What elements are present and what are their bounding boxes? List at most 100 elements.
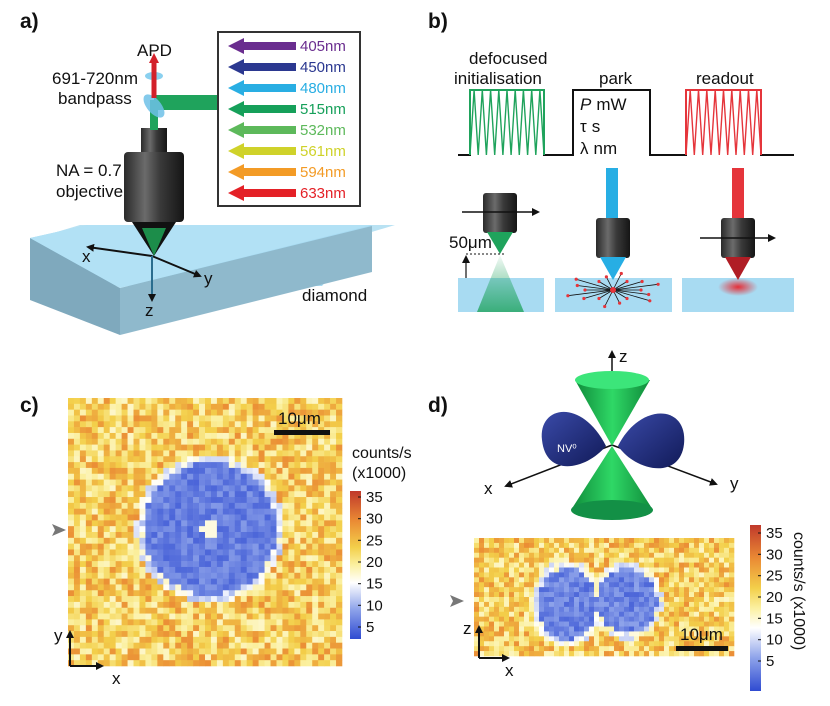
map-d-axis-x: x <box>505 661 514 680</box>
colorbar-tick-label: 30 <box>366 511 383 528</box>
axis-x-arrow <box>86 243 153 257</box>
scalebar-c-label: 10μm <box>278 409 321 428</box>
offset-label: 50μm <box>449 233 492 252</box>
laser-arrow <box>228 59 296 75</box>
row-marker-c <box>52 524 66 536</box>
init-pulse-train <box>469 89 545 156</box>
colorbar-c <box>350 491 361 639</box>
colorbar-d <box>750 525 761 691</box>
laser-arrow <box>228 80 296 96</box>
confocal-map-xy <box>68 398 343 667</box>
colorbar-c-title-line1: counts/s <box>352 445 412 462</box>
row-marker-d <box>450 595 464 607</box>
cone-upper <box>575 380 650 446</box>
panel-label-a: a) <box>20 10 39 33</box>
colorbar-tick-label: 35 <box>766 525 783 542</box>
nv0-label: NV⁰ <box>557 443 577 455</box>
defocused-cone <box>477 255 524 312</box>
colorbar-c-title-line2: (x1000) <box>352 465 406 482</box>
axis-z-label: z <box>145 301 154 320</box>
map-c-axis-x: x <box>112 669 121 688</box>
colorbar-tick-label: 5 <box>366 619 374 636</box>
readout-pulse-train <box>685 89 762 156</box>
apd-label: APD <box>137 41 172 60</box>
panel-label-d: d) <box>428 394 448 417</box>
laser-row: 515nm <box>228 101 346 118</box>
axis-y-arrow <box>151 255 202 278</box>
readout-beam <box>732 168 744 220</box>
objective-body <box>124 152 184 222</box>
filter-label-line1: 691-720nm <box>52 69 138 88</box>
colorbar-tick-label: 20 <box>366 554 383 571</box>
init-label-line1: defocused <box>469 49 547 68</box>
axis-y-label: y <box>204 269 213 288</box>
laser-wavelength: 450nm <box>300 59 346 76</box>
park-beam <box>606 168 618 220</box>
excitation-beam <box>154 95 230 110</box>
map-d-axis-z: z <box>463 619 472 638</box>
laser-row: 561nm <box>228 143 346 160</box>
park-label: park <box>599 69 633 88</box>
readout-label: readout <box>696 69 754 88</box>
laser-wavelength: 515nm <box>300 101 346 118</box>
laser-row: 405nm <box>228 38 346 55</box>
ionisation-burst <box>566 271 660 309</box>
laser-arrow <box>228 38 296 54</box>
colorbar-d-title: counts/s (x1000) <box>790 532 807 650</box>
laser-row: 633nm <box>228 185 346 202</box>
objective-park <box>596 218 630 258</box>
dichroic-mirror <box>143 94 165 118</box>
colorbar-tick-label: 25 <box>766 568 783 585</box>
3d-axis-z-label: z <box>619 347 628 366</box>
panel-label-b: b) <box>428 10 448 33</box>
laser-row: 594nm <box>228 164 346 181</box>
objective-init <box>483 193 517 233</box>
scalebar-d-label: 10μm <box>680 625 723 644</box>
laser-row: 450nm <box>228 59 346 76</box>
3d-axis-y-label: y <box>730 474 739 493</box>
laser-wavelength: 561nm <box>300 143 346 160</box>
colorbar-tick-label: 35 <box>366 489 383 506</box>
laser-arrow <box>228 143 296 159</box>
objective-upper <box>141 128 167 154</box>
na-label-line2: objective <box>56 182 123 201</box>
diamond-side-front <box>120 226 372 335</box>
laser-wavelength: 633nm <box>300 185 346 202</box>
laser-wavelength: 594nm <box>300 164 346 181</box>
map-c-axis-y: y <box>54 626 63 645</box>
colorbar-tick-label: 20 <box>766 589 783 606</box>
laser-wavelength: 480nm <box>300 80 346 97</box>
confocal-map-xz <box>474 538 735 657</box>
laser-wavelength: 405nm <box>300 38 346 55</box>
panel-label-c: c) <box>20 394 39 417</box>
readout-glow <box>718 278 758 296</box>
colorbar-tick-label: 30 <box>766 546 783 563</box>
colorbar-tick-label: 15 <box>766 610 783 627</box>
nv0-lobe-left <box>541 411 606 467</box>
colorbar-tick-label: 15 <box>366 576 383 593</box>
laser-row: 532nm <box>228 122 346 139</box>
laser-arrow <box>228 101 296 117</box>
init-label-line2: initialisation <box>454 69 542 88</box>
scalebar-d <box>676 646 728 651</box>
colorbar-tick-label: 10 <box>366 597 383 614</box>
colorbar-tick-label: 10 <box>766 632 783 649</box>
laser-wavelength: 532nm <box>300 122 346 139</box>
laser-list: 405nm 450nm 480nm 515nm 532nm 561nm 594nm 633nm <box>228 38 346 202</box>
laser-arrow <box>228 164 296 180</box>
cone-lower <box>571 446 653 510</box>
diamond-side-left <box>30 238 120 335</box>
panel-a: x y z diamond APD 691-720nm bandpass NA … <box>30 31 395 335</box>
laser-arrow <box>228 185 296 201</box>
3d-axis-x-label: x <box>484 479 493 498</box>
scalebar-c <box>274 430 330 435</box>
na-label-line1: NA = 0.7 <box>56 161 122 180</box>
laser-arrow <box>228 122 296 138</box>
